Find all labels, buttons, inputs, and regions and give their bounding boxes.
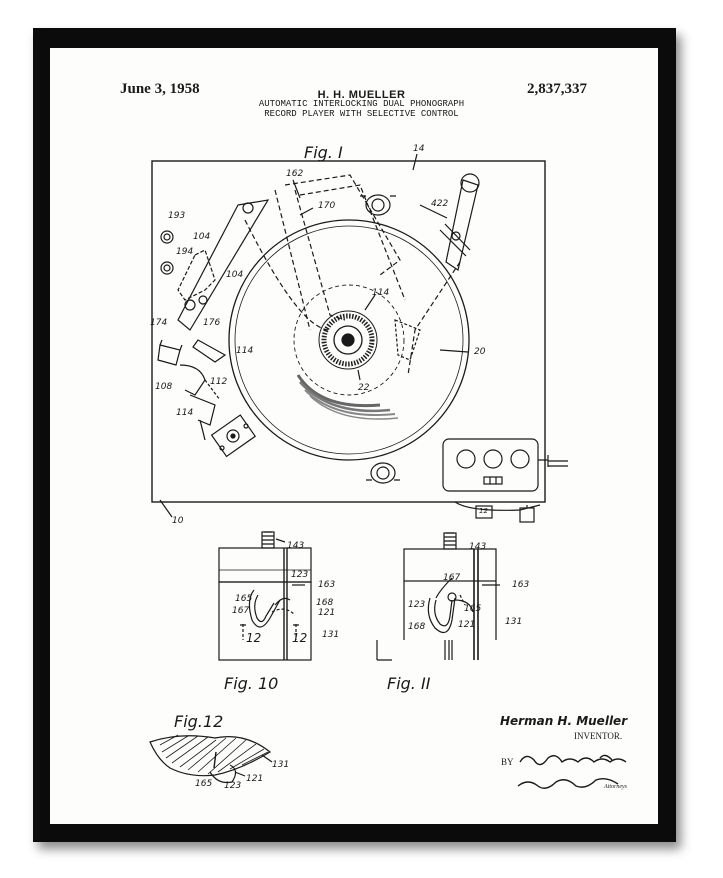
inventor-name: Herman H. Mueller — [500, 714, 628, 728]
patent-date: June 3, 1958 — [120, 81, 200, 97]
ref-numeral: 163 — [512, 580, 530, 590]
attorney-signature — [517, 754, 627, 789]
ref-numeral: 168 — [408, 622, 426, 632]
ref-numeral: 123 — [291, 570, 309, 580]
ref-numeral: 22 — [358, 383, 370, 393]
ref-numeral: 422 — [431, 199, 449, 209]
ref-numeral: 12 — [479, 507, 488, 515]
inventor-heading: H. H. MUELLER — [317, 89, 406, 101]
inventor-caption: INVENTOR. — [574, 731, 623, 741]
patent-number: 2,837,337 — [527, 81, 587, 97]
ref-numeral: 194 — [176, 247, 194, 257]
ref-numeral: 104 — [226, 270, 244, 280]
ref-numeral: 121 — [318, 608, 336, 618]
fig12-caption: Fig.12 — [174, 712, 224, 731]
ref-numeral: 131 — [322, 630, 340, 640]
ref-numeral: 121 — [246, 774, 264, 784]
ref-numeral: 12 — [292, 631, 308, 645]
ref-numeral: 176 — [203, 318, 221, 328]
ref-numeral: 163 — [318, 580, 336, 590]
ref-numeral: 20 — [474, 347, 486, 357]
fig12-drawing — [149, 734, 273, 784]
ref-numeral: 131 — [272, 760, 290, 770]
ref-numeral: 165 — [195, 779, 213, 789]
ref-numeral: 114 — [372, 288, 390, 298]
fig1-caption: Fig. I — [304, 143, 343, 162]
ref-numeral: 12 — [246, 631, 262, 645]
ref-numeral: 108 — [155, 382, 173, 392]
attorneys-caption: Attorneys — [604, 784, 627, 790]
ref-numeral: 10 — [172, 516, 184, 526]
fig10-caption: Fig. 10 — [224, 674, 279, 693]
fig10-drawing — [218, 531, 312, 661]
ref-numeral: 143 — [469, 542, 487, 552]
patent-title-line-1: AUTOMATIC INTERLOCKING DUAL PHONOGRAPH — [258, 99, 465, 109]
ref-numeral: 165 — [464, 604, 482, 614]
ref-numeral: 114 — [176, 408, 194, 418]
ref-numeral: 114 — [236, 346, 254, 356]
ref-numeral: 143 — [287, 541, 305, 551]
ref-numeral: 193 — [168, 211, 186, 221]
fig11-drawing — [376, 532, 500, 661]
patent-title-line-2: RECORD PLAYER WITH SELECTIVE CONTROL — [264, 109, 459, 119]
ref-numeral: 121 — [458, 620, 476, 630]
ref-numeral: 165 — [235, 594, 253, 604]
ref-numeral: 174 — [150, 318, 168, 328]
ref-numeral: 112 — [210, 377, 228, 387]
ref-numeral: 123 — [408, 600, 426, 610]
ref-numeral: 170 — [318, 201, 336, 211]
ref-numeral: 104 — [193, 232, 211, 242]
ref-numeral: 123 — [224, 781, 242, 791]
ref-numeral: 168 — [316, 598, 334, 608]
fig1-turntable-drawing — [151, 153, 568, 523]
ref-numeral: 167 — [443, 573, 461, 583]
ref-numeral: 131 — [505, 617, 523, 627]
ref-numeral: 162 — [286, 169, 304, 179]
by-label: BY — [501, 757, 514, 767]
ref-numeral: 167 — [232, 606, 250, 616]
fig11-caption: Fig. II — [387, 674, 431, 693]
ref-numeral: 14 — [413, 144, 425, 154]
